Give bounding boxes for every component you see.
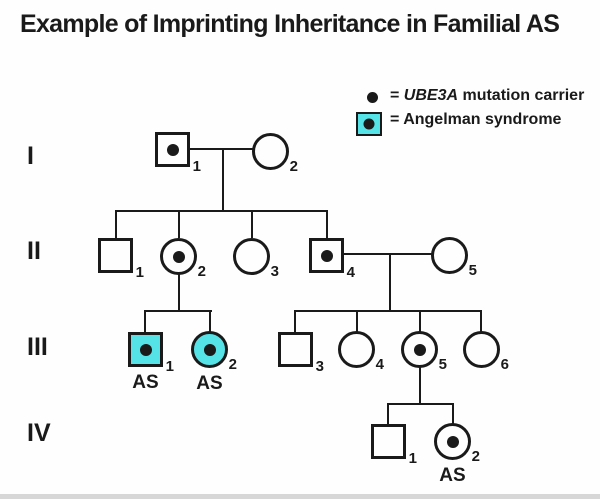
sibship-line-genII <box>115 210 328 212</box>
carrier-dot-icon <box>413 343 426 356</box>
individual-number: 1 <box>165 358 174 375</box>
marriage-line-II4-II5 <box>343 253 433 255</box>
as-status-label: AS <box>196 373 223 394</box>
individual-number: 2 <box>289 158 298 175</box>
descent-line-III5 <box>419 367 421 405</box>
sibship-line-genIV <box>387 403 454 405</box>
individual-number: 4 <box>346 264 355 281</box>
drop-line-III2 <box>209 310 211 333</box>
as-status-label: AS <box>439 465 466 486</box>
descent-line-II4-II5 <box>389 253 391 312</box>
carrier-dot-icon <box>203 343 216 356</box>
individual-number: 3 <box>315 358 324 375</box>
carrier-dot-icon <box>367 92 378 103</box>
carrier-dot-icon <box>446 435 459 448</box>
descent-line-II2 <box>178 274 180 312</box>
drop-line-III5 <box>419 310 421 333</box>
drop-line-II3 <box>251 210 253 238</box>
individual-number: 3 <box>270 263 279 280</box>
carrier-dot-icon <box>172 250 185 263</box>
drop-line-III4 <box>356 310 358 333</box>
individual-number: 1 <box>408 450 417 467</box>
individual-III-6: 6 <box>463 331 509 372</box>
individual-III-2: 2 AS <box>191 331 237 393</box>
figure-title: Example of Imprinting Inheritance in Fam… <box>20 10 560 38</box>
individual-III-4: 4 <box>338 331 384 372</box>
individual-number: 2 <box>471 448 480 465</box>
individual-I-2: 2 <box>252 133 298 174</box>
legend-carrier-label: = UBE3A mutation carrier <box>390 87 584 105</box>
individual-number: 1 <box>135 264 144 281</box>
individual-II-4: 4 <box>309 238 355 280</box>
individual-number: 5 <box>438 356 447 373</box>
drop-line-II1 <box>115 210 117 238</box>
legend-carrier-eq: = <box>390 87 404 104</box>
generation-label-III: III <box>27 333 48 361</box>
drop-line-III3 <box>294 310 296 333</box>
individual-number: 1 <box>192 158 201 175</box>
affected-square-icon <box>356 112 382 136</box>
as-status-label: AS <box>132 372 159 393</box>
individual-III-3: 3 <box>278 332 324 374</box>
carrier-dot-icon <box>166 143 179 156</box>
individual-III-5: 5 <box>401 331 447 372</box>
drop-line-III6 <box>480 310 482 333</box>
individual-II-3: 3 <box>233 238 279 279</box>
individual-IV-2: 2 AS <box>434 423 480 485</box>
individual-number: 4 <box>375 356 384 373</box>
drop-line-IV1 <box>387 403 389 425</box>
generation-label-I: I <box>27 142 34 170</box>
generation-label-II: II <box>27 237 41 265</box>
legend-carrier-rest: mutation carrier <box>458 87 585 104</box>
individual-number: 2 <box>228 356 237 373</box>
sibship-line-III-1-2 <box>144 310 212 312</box>
drop-line-III1 <box>144 310 146 333</box>
bottom-border <box>0 494 600 499</box>
generation-label-IV: IV <box>27 419 51 447</box>
legend-gene-name: UBE3A <box>403 87 459 104</box>
carrier-dot-icon <box>139 343 152 356</box>
marriage-line-I1-I2 <box>188 148 254 150</box>
individual-number: 2 <box>197 263 206 280</box>
carrier-dot-icon <box>363 118 375 130</box>
individual-III-1: 1 AS <box>128 332 174 392</box>
individual-II-5: 5 <box>431 237 477 278</box>
individual-II-1: 1 <box>98 238 144 280</box>
individual-I-1: 1 <box>155 132 201 174</box>
legend-affected-label: = Angelman syndrome <box>390 111 562 128</box>
drop-line-II4 <box>326 210 328 238</box>
drop-line-IV2 <box>452 403 454 425</box>
individual-number: 5 <box>468 262 477 279</box>
drop-line-II2 <box>178 210 180 238</box>
individual-number: 6 <box>500 356 509 373</box>
individual-II-2: 2 <box>160 238 206 279</box>
carrier-dot-icon <box>320 249 333 262</box>
individual-IV-1: 1 <box>371 424 417 466</box>
sibship-line-III-3-6 <box>294 310 482 312</box>
descent-line-genI <box>222 148 224 212</box>
